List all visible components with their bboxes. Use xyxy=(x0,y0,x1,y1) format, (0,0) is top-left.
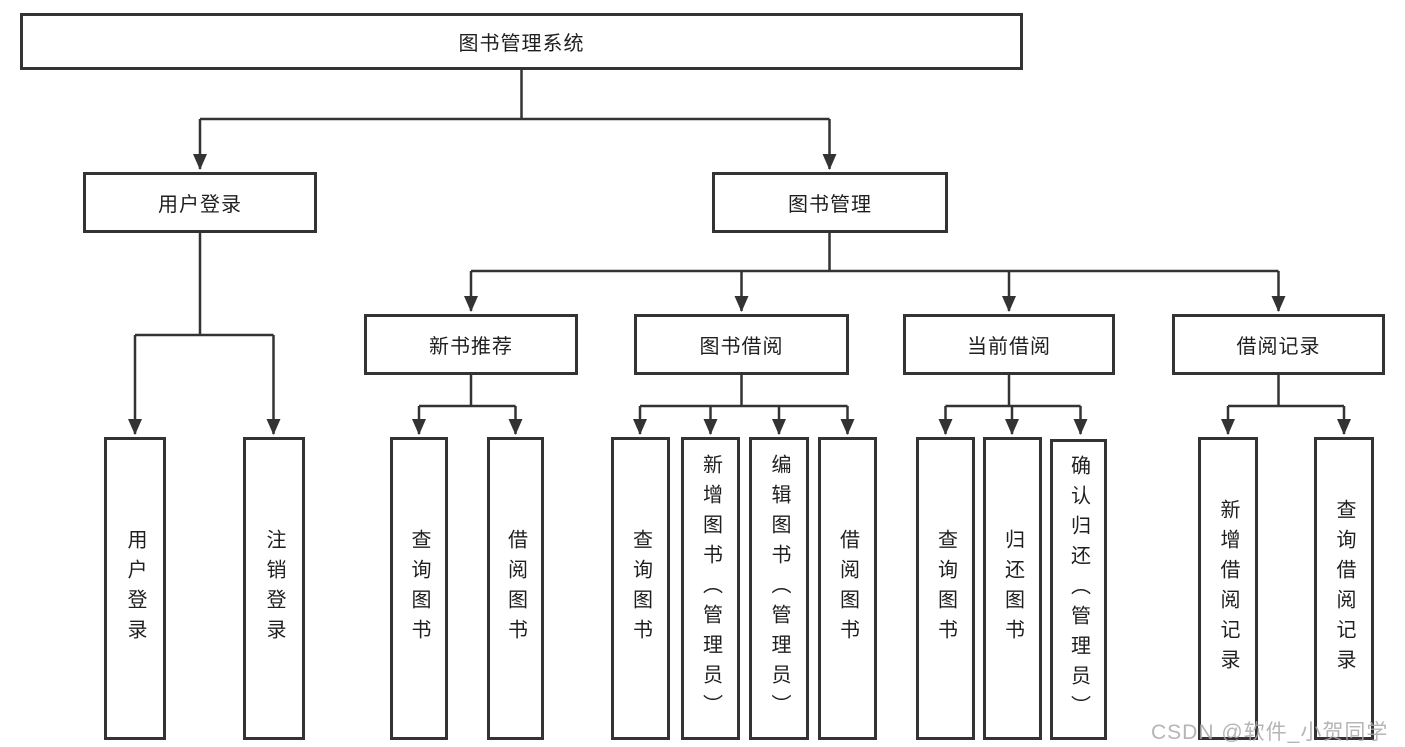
node-label: 新增借阅记录 xyxy=(1217,498,1239,679)
leaf-edit-book-admin: 编辑图书（管理员） xyxy=(749,437,809,740)
node-user-login: 用户登录 xyxy=(83,172,317,233)
node-label: 注销登录 xyxy=(263,528,285,649)
leaf-add-book-admin: 新增图书（管理员） xyxy=(681,437,740,740)
node-label: 查询借阅记录 xyxy=(1333,498,1355,679)
leaf-query-books-current: 查询图书 xyxy=(916,437,975,740)
node-label: 新增图书（管理员） xyxy=(699,453,722,724)
node-label: 查询图书 xyxy=(629,528,652,649)
node-label: 借阅记录 xyxy=(1236,336,1321,358)
node-new-book-recommend: 新书推荐 xyxy=(364,314,578,375)
leaf-query-books-recommend: 查询图书 xyxy=(390,437,448,740)
node-current-borrow: 当前借阅 xyxy=(903,314,1115,375)
node-label: 用户登录 xyxy=(158,194,242,216)
watermark: CSDN @软件_小贺同学 xyxy=(1151,721,1389,744)
leaf-borrow-books: 借阅图书 xyxy=(818,437,877,740)
leaf-user-login: 用户登录 xyxy=(104,437,166,740)
node-label: 借阅图书 xyxy=(504,528,527,649)
node-label: 编辑图书（管理员） xyxy=(768,453,790,724)
node-label: 图书管理 xyxy=(788,194,872,216)
leaf-borrow-books-recommend: 借阅图书 xyxy=(487,437,544,740)
leaf-query-books-borrow: 查询图书 xyxy=(611,437,670,740)
node-borrow-records: 借阅记录 xyxy=(1172,314,1385,375)
node-label: 归还图书 xyxy=(1001,528,1024,649)
node-label: 新书推荐 xyxy=(429,336,513,358)
leaf-return-books: 归还图书 xyxy=(983,437,1042,740)
node-label: 查询图书 xyxy=(408,528,430,649)
node-label: 确认归还（管理员） xyxy=(1067,454,1090,725)
node-root: 图书管理系统 xyxy=(20,13,1023,70)
leaf-add-borrow-record: 新增借阅记录 xyxy=(1198,437,1258,740)
node-label: 用户登录 xyxy=(124,528,146,649)
node-label: 图书借阅 xyxy=(699,336,784,358)
node-label: 借阅图书 xyxy=(836,528,859,649)
node-book-borrow: 图书借阅 xyxy=(634,314,849,375)
leaf-confirm-return-admin: 确认归还（管理员） xyxy=(1050,439,1107,740)
leaf-query-borrow-record: 查询借阅记录 xyxy=(1314,437,1374,740)
leaf-logout: 注销登录 xyxy=(243,437,305,740)
node-label: 图书管理系统 xyxy=(458,33,585,55)
node-label: 当前借阅 xyxy=(967,336,1051,358)
node-book-management: 图书管理 xyxy=(712,172,948,233)
node-label: 查询图书 xyxy=(934,528,957,649)
